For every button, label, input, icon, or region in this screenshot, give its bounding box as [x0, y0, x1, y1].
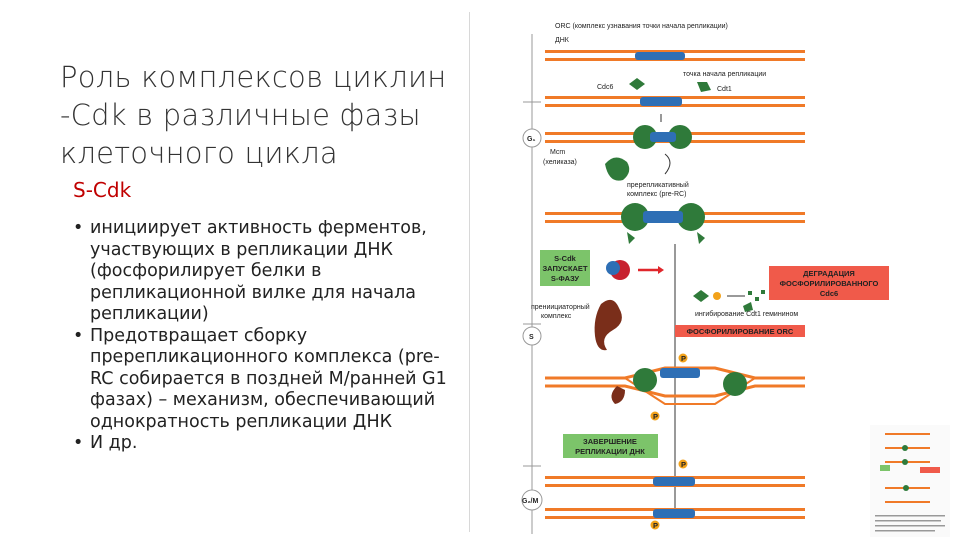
- label-prerc-2: комплекс (pre-RC): [627, 191, 686, 198]
- degraded-fragments: [748, 290, 765, 301]
- slide-subtitle: S-Cdk: [73, 178, 132, 202]
- phase-label-g2m: G₂/M: [522, 498, 539, 505]
- thumbnail-image: [870, 425, 950, 537]
- phosphate-marker: [713, 292, 721, 300]
- bullet-list: инициирует активность ферментов, участву…: [73, 218, 453, 455]
- label-scdk-3: S-ФАЗУ: [551, 274, 580, 283]
- label-p: P: [681, 460, 686, 469]
- slide-title: Роль комплексов циклин -Cdk в различные …: [60, 60, 447, 170]
- mcm-helicase: [633, 125, 657, 149]
- label-scdk-1: S-Cdk: [554, 254, 576, 263]
- label-preinit-2: комплекс: [541, 313, 572, 320]
- scdk-box: [540, 250, 590, 286]
- phase-marker-s: [522, 326, 542, 346]
- bullet-item: Предотвращает сборку пререпликационного …: [73, 326, 453, 434]
- label-orc-phos: ФОСФОРИЛИРОВАНИЕ ORC: [687, 327, 794, 336]
- phosphate-marker: [678, 353, 688, 363]
- label-degr-1: ДЕГРАДАЦИЯ: [803, 269, 855, 278]
- completion-box: [563, 434, 658, 458]
- orc-phos-box: [675, 325, 805, 337]
- prerc-complex: [621, 203, 649, 231]
- mcm-helicase: [668, 125, 692, 149]
- label-degr-2: ФОСФОРИЛИРОВАННОГО: [780, 279, 879, 288]
- label-scdk-2: ЗАПУСКАЕТ: [542, 264, 587, 273]
- label-mcm: Mcm: [550, 149, 565, 156]
- label-preinit-1: прениициаторный: [531, 303, 590, 311]
- label-cdc6: Cdc6: [597, 84, 613, 91]
- label-p: P: [653, 412, 658, 421]
- phase-label-s: S: [529, 334, 534, 341]
- bullet-item: И др.: [73, 433, 453, 455]
- replication-fork: [545, 366, 805, 405]
- label-orc: ORC (комплекс узнавания точки начала реп…: [555, 23, 728, 30]
- mcm-protein: [605, 157, 630, 181]
- label-complete-2: РЕПЛИКАЦИИ ДНК: [575, 447, 645, 456]
- label-cdt1: Cdt1: [717, 86, 732, 93]
- label-p: P: [681, 354, 686, 363]
- label-origin: точка начала репликации: [683, 71, 766, 78]
- label-dna: ДНК: [555, 37, 570, 44]
- phase-label-g1: G₁: [527, 136, 535, 143]
- replication-diagram: G₁ S G₂/M ORC (комплекс узнавания точки …: [521, 23, 889, 534]
- cdc6-protein: [629, 78, 645, 90]
- label-cdt1-inhib: ингибирование Cdt1 геминином: [695, 310, 798, 318]
- phosphate-marker: [650, 411, 660, 421]
- label-degr-3: Cdc6: [820, 289, 838, 298]
- preinitiation-complex: [594, 299, 622, 351]
- slide-divider: [469, 12, 470, 532]
- cdt1-protein: [697, 82, 711, 92]
- label-prerc-1: пререпликативный: [627, 181, 689, 189]
- phase-marker-g1: [522, 128, 542, 148]
- phase-marker-g2m: [521, 489, 543, 511]
- orc-complex: [635, 52, 685, 60]
- degradation-box: [769, 266, 889, 300]
- label-mcm-helicase: (хеликаза): [543, 159, 577, 166]
- label-complete-1: ЗАВЕРШЕНИЕ: [583, 437, 637, 446]
- label-p: P: [653, 521, 658, 530]
- bullet-item: инициирует активность ферментов, участву…: [73, 218, 453, 326]
